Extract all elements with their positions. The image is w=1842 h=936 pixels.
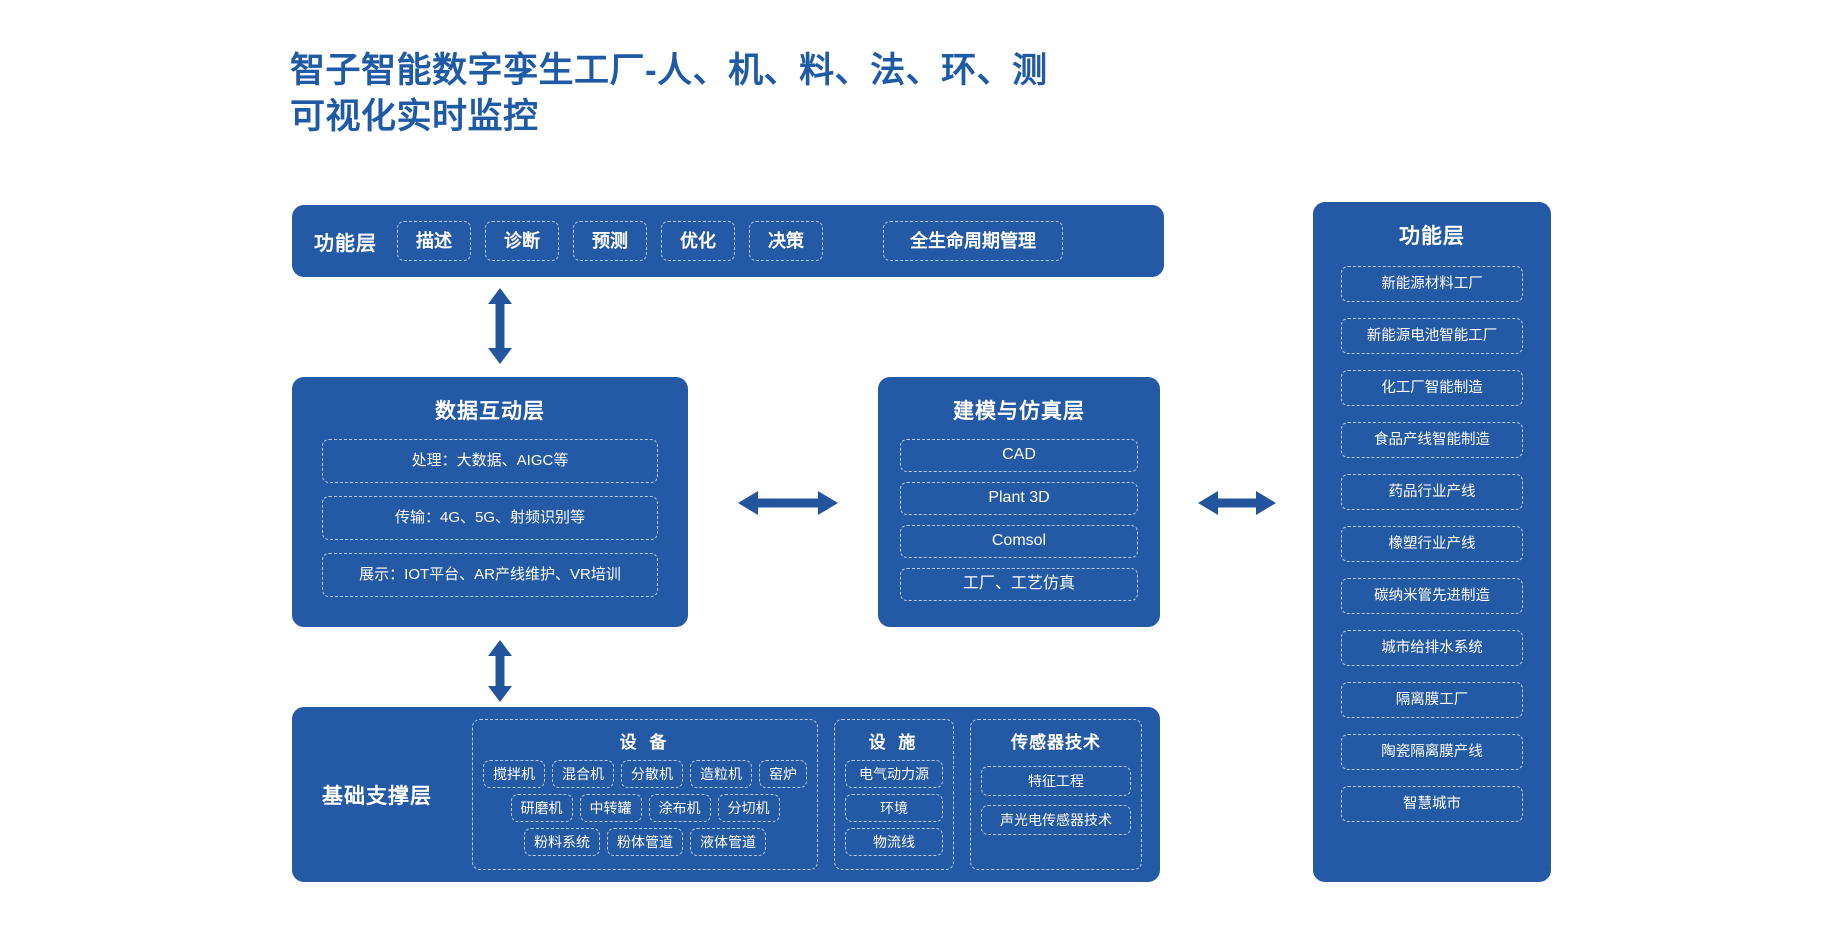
industry-chip-ceramic-separator-membrane-line[interactable]: 陶瓷隔离膜产线 (1341, 734, 1523, 770)
equipment-chip-row: 粉料系统 粉体管道 液体管道 (483, 828, 807, 856)
data-layer-chip-processing[interactable]: 处理：大数据、AIGC等 (322, 439, 658, 483)
function-chip-predict[interactable]: 预测 (573, 221, 647, 261)
page-title-line-2: 可视化实时监控 (290, 97, 539, 137)
equipment-chip-kiln[interactable]: 窑炉 (759, 760, 807, 788)
equipment-chip-mixer[interactable]: 搅拌机 (483, 760, 545, 788)
facility-chip-logistics-line[interactable]: 物流线 (845, 828, 943, 856)
facility-chip-electrical-power-source[interactable]: 电气动力源 (845, 760, 943, 788)
facility-chip-row: 电气动力源 (845, 760, 943, 788)
facility-chip-row: 环境 (845, 794, 943, 822)
arrow-data-to-sim (738, 489, 838, 517)
sim-layer-chip-cad[interactable]: CAD (900, 439, 1138, 472)
equipment-group-title: 设 备 (619, 733, 671, 752)
industry-chip-rubber-plastic-line[interactable]: 橡塑行业产线 (1341, 526, 1523, 562)
page-title: 智子智能数字孪生工厂-人、机、料、法、环、测 可视化实时监控 (290, 48, 1190, 140)
industry-chip-new-energy-battery-smart-factory[interactable]: 新能源电池智能工厂 (1341, 318, 1523, 354)
equipment-chip-granulator[interactable]: 造粒机 (690, 760, 752, 788)
industry-panel-title: 功能层 (1399, 225, 1465, 248)
industry-chip-carbon-nanotube-advanced-manufacturing[interactable]: 碳纳米管先进制造 (1341, 578, 1523, 614)
sensor-technology-group: 传感器技术 特征工程 声光电传感器技术 (970, 719, 1142, 870)
function-chip-describe[interactable]: 描述 (397, 221, 471, 261)
arrow-data-to-foundation (486, 640, 514, 702)
data-interaction-layer-title: 数据互动层 (435, 400, 545, 423)
data-layer-chip-transmission[interactable]: 传输：4G、5G、射频识别等 (322, 496, 658, 540)
sensor-chip-row: 特征工程 (981, 766, 1131, 796)
equipment-chip-liquid-pipeline[interactable]: 液体管道 (690, 828, 766, 856)
equipment-chip-row: 研磨机 中转罐 涂布机 分切机 (483, 794, 807, 822)
industry-chip-separator-membrane-factory[interactable]: 隔离膜工厂 (1341, 682, 1523, 718)
foundation-support-layer-label: 基础支撑层 (322, 784, 432, 808)
data-layer-chip-presentation[interactable]: 展示：IOT平台、AR产线维护、VR培训 (322, 553, 658, 597)
foundation-support-layer-panel: 基础支撑层 设 备 搅拌机 混合机 分散机 造粒机 窑炉 研磨机 中转罐 涂布机… (292, 707, 1160, 882)
sim-layer-chip-comsol[interactable]: Comsol (900, 525, 1138, 558)
facility-chip-row: 物流线 (845, 828, 943, 856)
sim-layer-chip-factory-process-simulation[interactable]: 工厂、工艺仿真 (900, 568, 1138, 601)
function-layer-bar: 功能层 描述 诊断 预测 优化 决策 全生命周期管理 (292, 205, 1164, 277)
sensor-chip-feature-engineering[interactable]: 特征工程 (981, 766, 1131, 796)
modeling-simulation-layer-panel: 建模与仿真层 CAD Plant 3D Comsol 工厂、工艺仿真 (878, 377, 1160, 627)
function-chip-lifecycle-management[interactable]: 全生命周期管理 (883, 221, 1063, 261)
sensor-chip-rows: 特征工程 声光电传感器技术 (981, 766, 1131, 835)
function-chip-optimize[interactable]: 优化 (661, 221, 735, 261)
equipment-chip-coater[interactable]: 涂布机 (648, 794, 711, 822)
function-chip-diagnose[interactable]: 诊断 (485, 221, 559, 261)
industry-chip-food-line-smart-manufacturing[interactable]: 食品产线智能制造 (1341, 422, 1523, 458)
industry-chip-pharmaceutical-line[interactable]: 药品行业产线 (1341, 474, 1523, 510)
industry-chip-urban-water-supply-drainage-system[interactable]: 城市给排水系统 (1341, 630, 1523, 666)
sensor-chip-acoustic-optical-electrical[interactable]: 声光电传感器技术 (981, 805, 1131, 835)
equipment-chip-powder-pipeline[interactable]: 粉体管道 (607, 828, 683, 856)
industry-chip-new-energy-materials-factory[interactable]: 新能源材料工厂 (1341, 266, 1523, 302)
equipment-chip-row: 搅拌机 混合机 分散机 造粒机 窑炉 (483, 760, 807, 788)
page-title-line-1: 智子智能数字孪生工厂-人、机、料、法、环、测 (290, 51, 1048, 90)
facility-chip-rows: 电气动力源 环境 物流线 (845, 760, 943, 856)
equipment-chip-powder-system[interactable]: 粉料系统 (524, 828, 600, 856)
function-layer-label: 功能层 (314, 232, 377, 255)
sim-layer-chip-plant-3d[interactable]: Plant 3D (900, 482, 1138, 515)
industry-chip-smart-city[interactable]: 智慧城市 (1341, 786, 1523, 822)
equipment-chip-grinder[interactable]: 研磨机 (510, 794, 573, 822)
industry-chip-chemical-plant-smart-manufacturing[interactable]: 化工厂智能制造 (1341, 370, 1523, 406)
function-chip-decide[interactable]: 决策 (749, 221, 823, 261)
facility-chip-environment[interactable]: 环境 (845, 794, 943, 822)
data-interaction-layer-panel: 数据互动层 处理：大数据、AIGC等 传输：4G、5G、射频识别等 展示：IOT… (292, 377, 688, 627)
facility-group: 设 施 电气动力源 环境 物流线 (834, 719, 954, 870)
industry-function-layer-panel: 功能层 新能源材料工厂 新能源电池智能工厂 化工厂智能制造 食品产线智能制造 药… (1313, 202, 1551, 882)
facility-group-title: 设 施 (868, 733, 920, 752)
equipment-chip-transfer-tank[interactable]: 中转罐 (579, 794, 642, 822)
equipment-chip-blender[interactable]: 混合机 (552, 760, 614, 788)
equipment-chip-disperser[interactable]: 分散机 (621, 760, 683, 788)
arrow-sim-to-industry (1198, 489, 1276, 517)
equipment-chip-rows: 搅拌机 混合机 分散机 造粒机 窑炉 研磨机 中转罐 涂布机 分切机 粉料系统 … (483, 760, 807, 856)
arrow-function-to-data (486, 288, 514, 364)
modeling-simulation-layer-title: 建模与仿真层 (953, 400, 1085, 423)
equipment-group: 设 备 搅拌机 混合机 分散机 造粒机 窑炉 研磨机 中转罐 涂布机 分切机 粉… (472, 719, 818, 870)
sensor-chip-row: 声光电传感器技术 (981, 805, 1131, 835)
equipment-chip-slitter[interactable]: 分切机 (717, 794, 780, 822)
sensor-technology-group-title: 传感器技术 (1011, 733, 1101, 752)
